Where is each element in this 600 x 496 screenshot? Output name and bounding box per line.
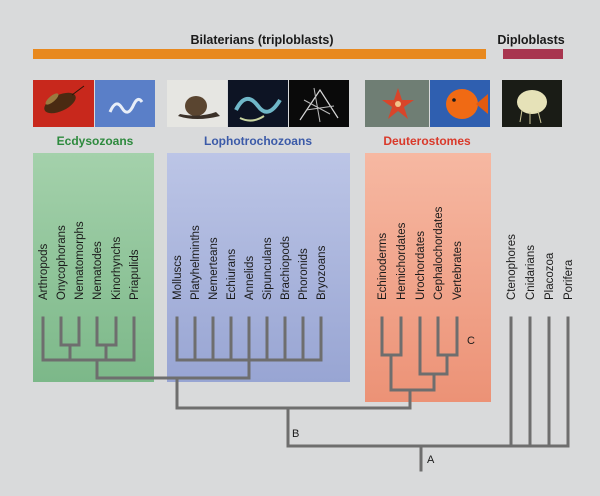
taxon-label-platyhelminths: Platyhelminths (190, 225, 202, 300)
taxon-label-ctenophores: Ctenophores (506, 234, 518, 300)
taxon-label-priapulids: Priapulids (129, 249, 141, 300)
worm-photo (95, 80, 155, 127)
node-b-label: B (292, 428, 299, 440)
taxon-label-cephalochordates: Cephalochordates (433, 206, 445, 300)
taxon-label-cnidarians: Cnidarians (525, 245, 537, 300)
deuterostome-box (365, 153, 491, 402)
taxon-labels: Arthropods Onycophorans Nematomorphs Nemato… (38, 206, 575, 300)
bryozoan-photo (289, 80, 349, 127)
taxon-label-placozoa: Placozoa (544, 252, 556, 300)
jellyfish-photo (502, 80, 562, 127)
taxon-label-molluscs: Molluscs (172, 255, 184, 300)
taxon-label-nemerteans: Nemerteans (208, 237, 220, 300)
taxon-label-arthropods: Arthropods (38, 243, 50, 300)
node-a-label: A (427, 454, 435, 466)
taxon-label-nematomorphs: Nematomorphs (74, 221, 86, 300)
taxon-label-onycophorans: Onycophorans (56, 225, 68, 300)
taxon-label-phoronids: Phoronids (298, 248, 310, 300)
fish-photo (430, 80, 490, 127)
taxon-label-annelids: Annelids (244, 256, 256, 300)
taxon-label-bryozoans: Bryozoans (316, 245, 328, 300)
starfish-photo (365, 80, 429, 127)
annelid-photo (228, 80, 288, 127)
taxon-label-porifera: Porifera (563, 259, 575, 300)
taxon-label-brachiopods: Brachiopods (280, 236, 292, 300)
lophotrochozoans-label: Lophotrochozoans (204, 134, 312, 148)
taxon-label-echinoderms: Echinoderms (377, 233, 389, 300)
diploblast-bar (503, 49, 563, 59)
bilaterian-bar (33, 49, 486, 59)
snail-photo (167, 80, 227, 127)
taxon-label-urochordates: Urochordates (415, 231, 427, 300)
taxon-label-kinorhynchs: Kinorhynchs (111, 236, 123, 300)
taxon-label-vertebrates: Vertebrates (452, 241, 464, 300)
insect-photo (33, 80, 94, 127)
diploblasts-label: Diploblasts (497, 33, 564, 47)
ecdysozoans-label: Ecdysozoans (57, 134, 134, 148)
taxon-label-sipunculans: Sipunculans (262, 237, 274, 300)
deuterostomes-label: Deuterostomes (383, 134, 471, 148)
tree-branches (41, 316, 570, 472)
taxon-label-hemichordates: Hemichordates (396, 222, 408, 300)
bilaterians-label: Bilaterians (triploblasts) (190, 33, 333, 47)
taxon-label-echiurans: Echiurans (226, 249, 238, 300)
node-c-label: C (467, 335, 475, 347)
taxon-label-nematodes: Nematodes (92, 241, 104, 300)
